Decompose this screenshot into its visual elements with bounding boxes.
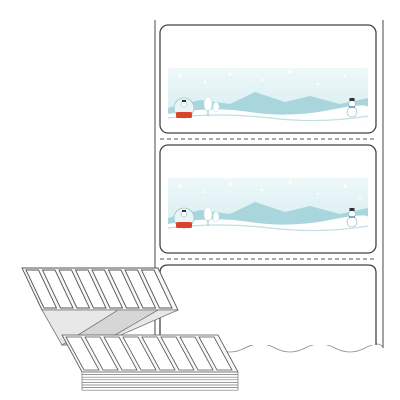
fanfold-bottom-stack — [61, 334, 239, 391]
snowman-icon — [346, 98, 358, 118]
tree-icon — [203, 206, 220, 226]
stack-label-cell — [25, 269, 58, 309]
stack-label-cell — [103, 336, 138, 371]
tree-icon — [203, 96, 220, 116]
label-2 — [159, 144, 377, 254]
stack-label-cell — [140, 269, 173, 309]
winter-artwork-2 — [168, 178, 368, 236]
stack-label-cell — [91, 269, 124, 309]
snowflakes-1 — [178, 70, 362, 90]
label-1 — [159, 24, 377, 134]
stack-label-cell — [107, 269, 140, 309]
stack-label-cell — [160, 336, 195, 371]
snow-globe-icon — [173, 207, 195, 229]
stack-label-cell — [58, 269, 91, 309]
label-3 — [159, 264, 377, 345]
winter-artwork-1 — [168, 68, 368, 126]
stack-label-cell — [74, 269, 107, 309]
stack-label-cell — [179, 336, 214, 371]
stack-label-cell — [141, 336, 176, 371]
stack-label-cell — [124, 269, 157, 309]
stack-label-cell — [41, 269, 74, 309]
stack-label-cell — [122, 336, 157, 371]
snowman-icon — [346, 208, 358, 228]
snow-globe-icon — [173, 97, 195, 119]
stack-label-cell — [84, 336, 119, 371]
stack-label-cell — [198, 336, 233, 371]
fanfold-top-sheet — [21, 267, 179, 311]
stack-label-cell — [65, 336, 100, 371]
snowflakes-2 — [178, 180, 362, 200]
